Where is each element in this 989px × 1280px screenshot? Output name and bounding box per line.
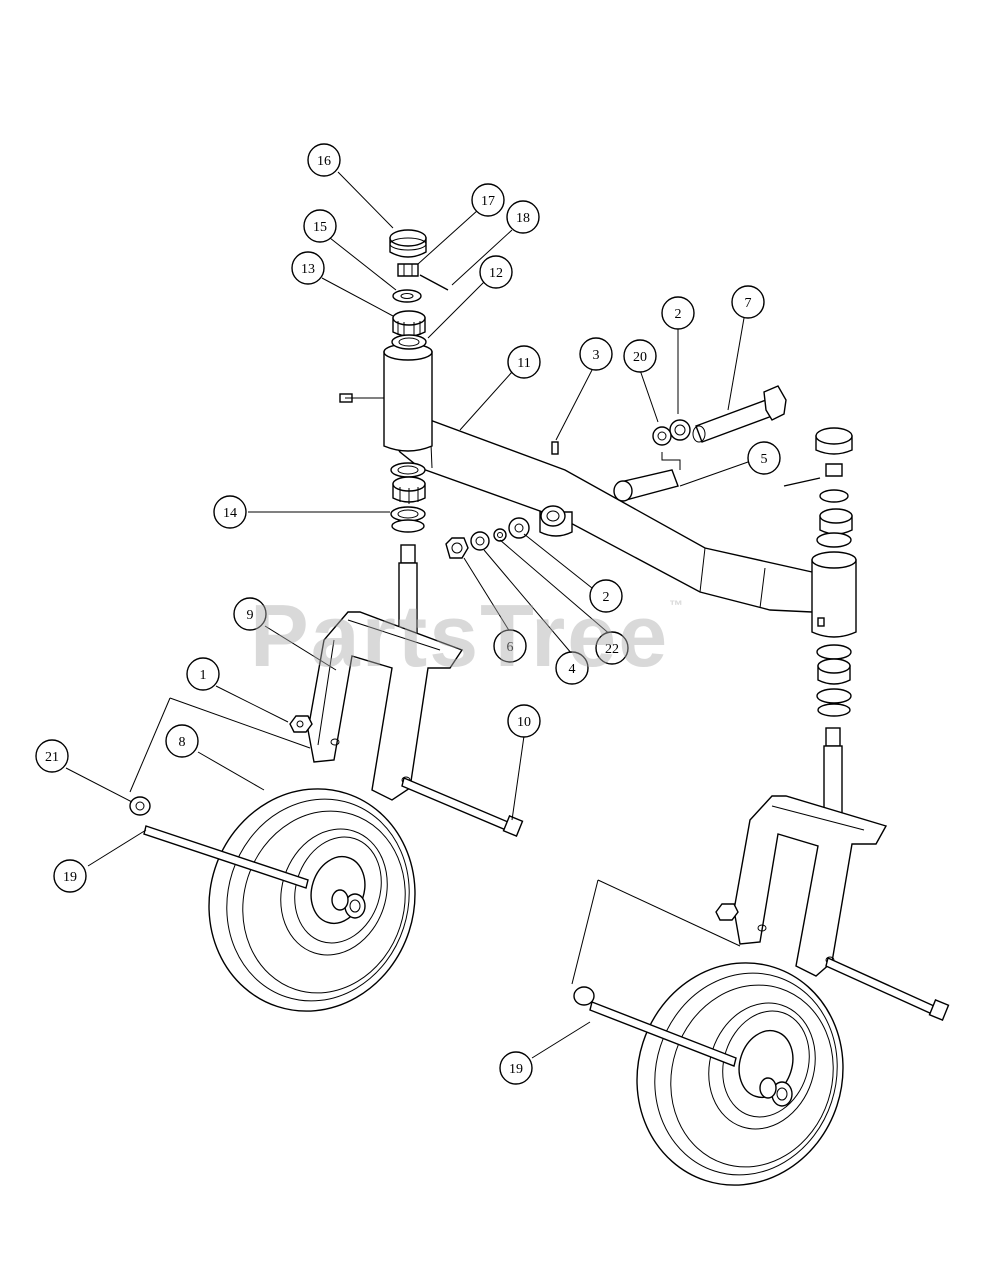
right-wheel <box>636 962 844 1186</box>
callout-17: 17 <box>471 183 505 217</box>
svg-text:17: 17 <box>481 194 495 209</box>
callout-2-lower: 2 <box>589 579 623 613</box>
svg-text:22: 22 <box>605 642 619 657</box>
callout-7: 7 <box>731 285 765 319</box>
callout-22: 22 <box>595 631 629 665</box>
svg-text:21: 21 <box>45 750 59 765</box>
leader-lines <box>65 171 749 1059</box>
right-top-hardware <box>783 427 853 548</box>
svg-text:1: 1 <box>200 668 207 683</box>
callout-16: 16 <box>307 143 341 177</box>
svg-text:20: 20 <box>633 350 647 365</box>
svg-text:15: 15 <box>313 220 327 235</box>
right-nut <box>715 903 739 921</box>
left-washer <box>392 289 422 303</box>
left-grease-cap <box>389 229 427 258</box>
left-nut <box>289 715 313 733</box>
svg-text:8: 8 <box>179 735 186 750</box>
svg-text:16: 16 <box>317 154 331 169</box>
left-caster-fork <box>307 544 464 801</box>
right-spindle-housing <box>811 551 857 638</box>
right-bolt <box>825 957 950 1021</box>
svg-text:18: 18 <box>516 211 530 226</box>
pivot-bolt <box>692 385 787 443</box>
callout-21: 21 <box>35 739 69 773</box>
pivot-washers <box>652 419 691 446</box>
callout-19-left: 19 <box>53 859 87 893</box>
svg-text:2: 2 <box>675 307 682 322</box>
center-pivot-hardware <box>445 441 573 559</box>
callout-15: 15 <box>303 209 337 243</box>
callout-19-right: 19 <box>499 1051 533 1085</box>
construction-lines <box>129 397 741 985</box>
callout-3: 3 <box>579 337 613 371</box>
right-lower-bearings <box>816 644 852 717</box>
svg-text:14: 14 <box>223 506 237 521</box>
svg-text:5: 5 <box>761 452 768 467</box>
left-wheel <box>208 788 416 1012</box>
callout-12: 12 <box>479 255 513 289</box>
right-axle-bolt <box>573 986 737 1067</box>
left-castle-nut <box>397 263 419 277</box>
callout-20: 20 <box>623 339 657 373</box>
svg-text:10: 10 <box>517 715 531 730</box>
right-caster-fork <box>733 727 888 977</box>
callout-18: 18 <box>506 200 540 234</box>
callout-5: 5 <box>747 441 781 475</box>
svg-text:19: 19 <box>509 1062 523 1077</box>
callout-13: 13 <box>291 251 325 285</box>
callout-6: 6 <box>493 629 527 663</box>
callout-2-upper: 2 <box>661 296 695 330</box>
callout-9: 9 <box>233 597 267 631</box>
left-lower-bearings <box>390 462 426 533</box>
svg-text:3: 3 <box>593 348 600 363</box>
svg-text:13: 13 <box>301 262 315 277</box>
left-upper-bearing <box>392 310 426 337</box>
callout-14: 14 <box>213 495 247 529</box>
left-bolt <box>401 777 524 837</box>
svg-text:12: 12 <box>489 266 503 281</box>
svg-text:4: 4 <box>569 662 576 677</box>
svg-text:19: 19 <box>63 870 77 885</box>
left-upper-race <box>391 334 427 350</box>
svg-text:7: 7 <box>745 296 752 311</box>
callout-8: 8 <box>165 724 199 758</box>
svg-text:9: 9 <box>247 608 254 623</box>
svg-text:2: 2 <box>603 590 610 605</box>
callout-11: 11 <box>507 345 541 379</box>
pivot-bushing <box>613 469 679 502</box>
svg-text:11: 11 <box>517 356 530 371</box>
callout-4: 4 <box>555 651 589 685</box>
left-cotter-pin <box>419 274 449 291</box>
callout-1: 1 <box>186 657 220 691</box>
callout-10: 10 <box>507 704 541 738</box>
svg-text:6: 6 <box>507 640 514 655</box>
